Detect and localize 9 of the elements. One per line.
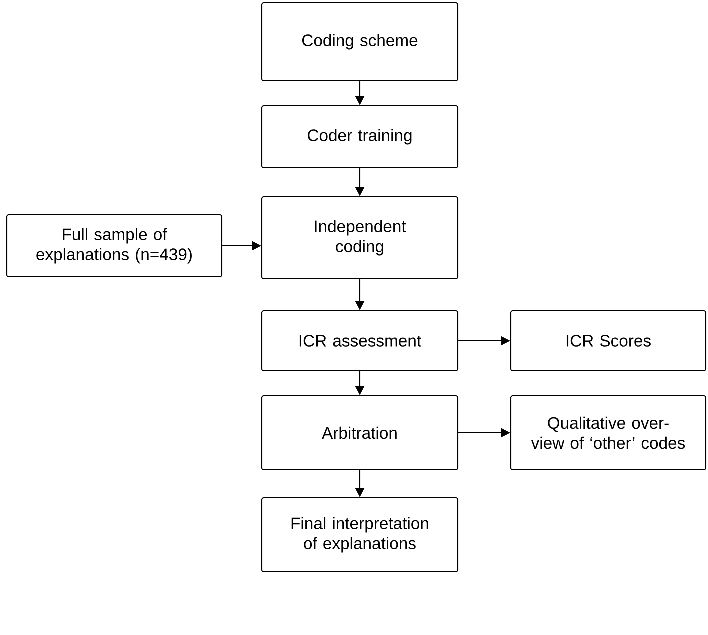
process-box: ICR Scores [510, 310, 707, 372]
process-box: Independent coding [261, 196, 459, 280]
process-box: Full sample of explanations (n=439) [6, 214, 223, 278]
process-box: ICR assessment [261, 310, 459, 372]
process-box: Final interpretation of explanations [261, 497, 459, 573]
process-box: Coding scheme [261, 2, 459, 82]
process-box: Arbitration [261, 395, 459, 471]
process-box: Coder training [261, 105, 459, 169]
process-box: Qualitative over- view of ‘other’ codes [510, 395, 707, 471]
